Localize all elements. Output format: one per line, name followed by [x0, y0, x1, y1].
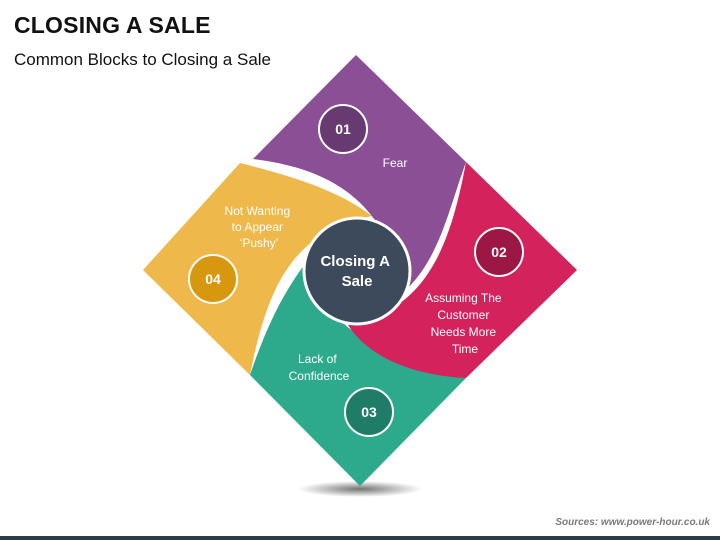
- block-02-shape: [348, 162, 577, 378]
- center-label-line-1: Closing A: [320, 253, 390, 270]
- block-02-label-line-2: Customer: [437, 308, 489, 322]
- badge-01-number: 01: [335, 121, 351, 137]
- block-04-label-line-1: Not Wanting: [225, 204, 291, 218]
- block-03-label: Lack of Confidence: [289, 352, 350, 383]
- block-03-label-line-1: Lack of: [298, 352, 337, 366]
- badge-02-number: 02: [491, 244, 507, 260]
- center-hub: [302, 216, 412, 326]
- block-04-shape: [143, 163, 372, 375]
- source-credit: Sources: www.power-hour.co.uk: [555, 517, 710, 528]
- badge-03: 03: [344, 387, 394, 437]
- badge-04-circle: [188, 254, 238, 304]
- diagram-shadow: [298, 481, 422, 497]
- block-04-label: Not Wanting to Appear ‘Pushy’: [225, 204, 294, 250]
- badge-03-circle: [344, 387, 394, 437]
- block-04-label-line-3: ‘Pushy’: [240, 236, 279, 250]
- bottom-bar: [0, 536, 720, 540]
- block-02-label-line-3: Needs More: [431, 325, 497, 339]
- badge-01: 01: [318, 104, 368, 154]
- badge-03-number: 03: [361, 404, 377, 420]
- block-03-shape: [250, 248, 466, 486]
- badge-02-circle: [474, 227, 524, 277]
- badge-04-number: 04: [205, 271, 221, 287]
- block-02-label-line-4: Time: [452, 342, 479, 356]
- block-04-label-line-2: to Appear: [232, 220, 283, 234]
- block-02-label-line-1: Assuming The: [425, 291, 502, 305]
- block-01-label: Fear: [383, 156, 408, 170]
- block-01-label-line-1: Fear: [383, 156, 408, 170]
- block-03-label-line-2: Confidence: [289, 369, 350, 383]
- center-label-line-2: Sale: [342, 273, 373, 290]
- badge-04: 04: [188, 254, 238, 304]
- badge-02: 02: [474, 227, 524, 277]
- badge-01-circle: [318, 104, 368, 154]
- block-02-label: Assuming The Customer Needs More Time: [425, 291, 505, 356]
- block-01-shape: [253, 55, 466, 288]
- slide-title: CLOSING A SALE: [14, 12, 211, 38]
- slide-subtitle: Common Blocks to Closing a Sale: [14, 50, 272, 69]
- center-label: Closing A Sale: [320, 253, 393, 290]
